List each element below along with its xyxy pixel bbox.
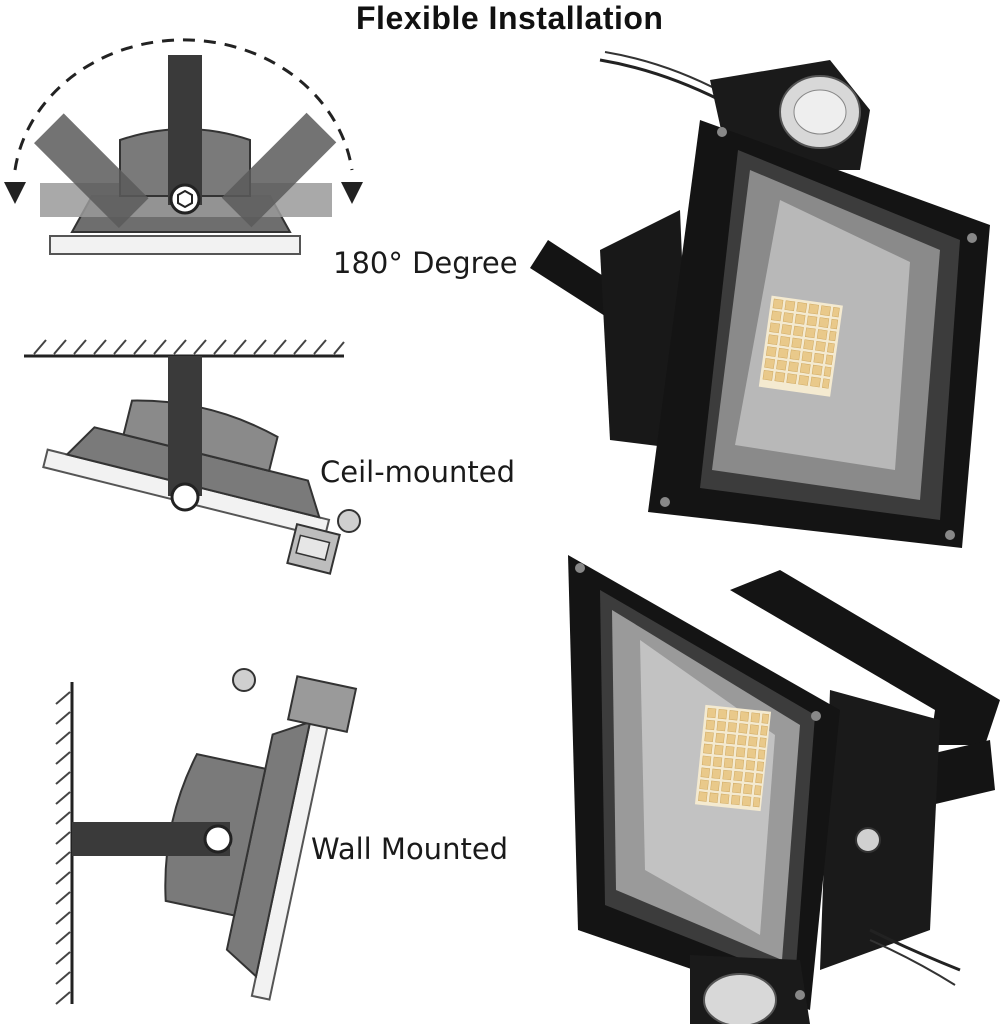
wall-body: [225, 720, 312, 979]
wall-hatching: [55, 691, 71, 1005]
ceiling-bracket: [168, 356, 202, 496]
floodlight-photo-bottom: [568, 555, 1000, 1024]
ceiling-hatching: [33, 339, 345, 355]
u-bracket: [730, 570, 1000, 745]
floodlight-photo-top: [530, 51, 990, 548]
wall-pivot: [203, 824, 233, 854]
led-array: [758, 295, 843, 397]
wall-sensor-box: [286, 675, 358, 734]
arc-arrow-left: [4, 182, 26, 204]
rotation-arc: [13, 38, 354, 171]
caption-wall-mounted: Wall Mounted: [311, 832, 509, 866]
caption-180-degree: 180° Degree: [333, 246, 518, 280]
ceiling-pivot: [170, 482, 200, 512]
wall-knob: [232, 668, 256, 692]
led-array-front: [694, 704, 772, 812]
rotation-bracket-right: [221, 112, 337, 228]
rotation-diagram: [4, 38, 363, 255]
rotation-base-panel: [49, 235, 301, 255]
page-title: Flexible Installation: [356, 0, 664, 36]
ceiling-knob: [337, 509, 361, 533]
wall-diagram: [55, 668, 358, 1005]
rotation-bracket-left: [34, 113, 149, 228]
rotation-bracket-vertical: [168, 55, 202, 205]
pir-sensor-lens-bottom: [703, 973, 777, 1024]
arc-arrow-right: [341, 182, 363, 204]
caption-ceil-mounted: Ceil-mounted: [320, 455, 516, 489]
ceiling-diagram: [24, 339, 361, 575]
